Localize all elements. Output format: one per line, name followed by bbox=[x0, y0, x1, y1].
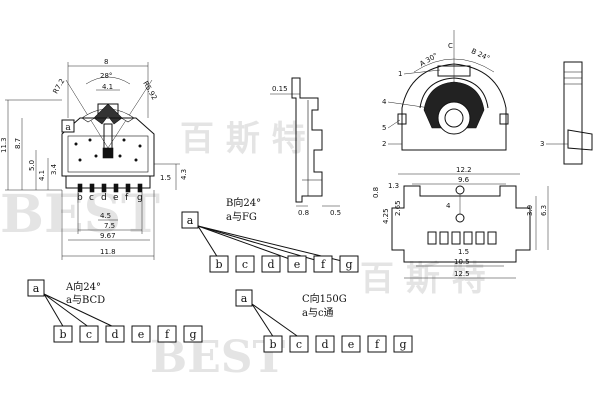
watermark-layer: BEST 百 斯 特 百 斯 特 BEST bbox=[0, 119, 486, 383]
dim-w3: 11.8 bbox=[100, 248, 116, 256]
footprint-view: 12.2 9.6 1.3 0.8 4 4.25 2.65 3.9 6.3 1.5… bbox=[372, 166, 549, 279]
switch-diagram-a: A向24° a与BCD a b c d e f g bbox=[27, 279, 203, 343]
switch-b-pin: c bbox=[242, 258, 248, 271]
switch-diagram-c: C向150G a与c通 a b c d e f g bbox=[235, 289, 413, 353]
switch-a-pin: b bbox=[59, 328, 66, 341]
switch-a-pin: f bbox=[165, 328, 170, 341]
switch-b-pin: g bbox=[345, 258, 352, 271]
fp-dim-d8: 3.9 bbox=[526, 205, 534, 216]
switch-a-pin: c bbox=[86, 328, 92, 341]
switch-b-pin: e bbox=[294, 258, 301, 271]
rotor-view: C A 30° B 24° 1 4 5 2 bbox=[382, 30, 509, 151]
rotor-arc-a: A 30° bbox=[418, 52, 439, 69]
switch-a-pin: d bbox=[111, 328, 118, 341]
switch-a-pin: g bbox=[189, 328, 196, 341]
switch-c-pin: f bbox=[375, 338, 380, 351]
front-pin-label: b bbox=[77, 193, 83, 203]
rotor-callout-5: 5 bbox=[382, 124, 386, 132]
switch-b-pin: d bbox=[267, 258, 274, 271]
switch-c-caption-2: a与c通 bbox=[302, 307, 334, 319]
switch-a-caption-2: a与BCD bbox=[66, 294, 105, 306]
right-side-view: 3 bbox=[540, 61, 593, 165]
switch-c-pin: b bbox=[269, 338, 276, 351]
dim-w1: 7.5 bbox=[104, 222, 115, 230]
rotor-callout-1: 1 bbox=[398, 70, 402, 78]
watermark-chinese-upper: 百 斯 特 bbox=[180, 119, 306, 159]
front-pin-label: f bbox=[125, 193, 129, 203]
rotor-arc-b: B 24° bbox=[470, 47, 491, 62]
switch-a-pin: e bbox=[138, 328, 145, 341]
dim-side-top: 0.15 bbox=[272, 85, 288, 93]
switch-c-pin: g bbox=[399, 338, 406, 351]
fp-dim-d4: 0.8 bbox=[372, 187, 380, 198]
switch-c-pin: d bbox=[321, 338, 328, 351]
dim-h3: 5.0 bbox=[28, 160, 36, 171]
switch-diagram-b: B向24° a与FG a b c d e f g bbox=[181, 196, 359, 273]
front-pin-labels: b c d e f g bbox=[77, 193, 143, 203]
watermark-chinese-lower: 百 斯 特 bbox=[360, 259, 486, 299]
switch-c-pins: b c d e f g bbox=[263, 335, 413, 353]
dim-h2: 8.7 bbox=[14, 138, 22, 149]
footprint-pads bbox=[427, 231, 497, 245]
dim-side-d2: 0.5 bbox=[330, 209, 341, 217]
dim-h6: 4.3 bbox=[180, 169, 188, 180]
dim-angle: 28° bbox=[100, 72, 112, 80]
front-pin-label: e bbox=[113, 193, 119, 203]
switch-b-pin: f bbox=[321, 258, 326, 271]
dim-w2: 9.67 bbox=[100, 232, 116, 240]
switch-c-pin: c bbox=[296, 338, 302, 351]
dim-h5: 3.4 bbox=[50, 163, 58, 175]
dim-small: 4.1 bbox=[102, 83, 113, 91]
dim-h7: 1.5 bbox=[160, 174, 171, 182]
fp-dim-d3: 1.3 bbox=[388, 182, 399, 190]
dim-pitch: 4.5 bbox=[100, 212, 111, 220]
rotor-label-c: C bbox=[448, 42, 453, 50]
fp-dim-d1: 12.2 bbox=[456, 166, 472, 174]
fp-dim-d7: 2.65 bbox=[394, 200, 402, 216]
front-top-pin-label: a bbox=[65, 123, 71, 133]
fp-dim-d10: 12.5 bbox=[454, 270, 470, 278]
rotor-callout-2: 2 bbox=[382, 140, 386, 148]
fp-dim-d5: 4 bbox=[446, 202, 451, 210]
switch-b-pin: b bbox=[215, 258, 222, 271]
switch-b-pins: b c d e f g bbox=[209, 255, 359, 273]
watermark-brand: BEST bbox=[0, 184, 160, 245]
dim-h4: 4.1 bbox=[38, 170, 46, 181]
switch-b-common: a bbox=[187, 214, 194, 227]
switch-c-pin: e bbox=[348, 338, 355, 351]
front-pin-label: c bbox=[89, 193, 94, 203]
fp-dim-d11: 10.5 bbox=[454, 258, 470, 266]
switch-b-caption-1: B向24° bbox=[226, 196, 261, 209]
switch-c-common: a bbox=[241, 292, 248, 305]
front-pin-label: d bbox=[101, 193, 107, 203]
switch-a-caption-1: A向24° bbox=[65, 280, 101, 293]
front-pins bbox=[77, 183, 143, 193]
side-callout-3: 3 bbox=[540, 140, 544, 148]
switch-c-caption-1: C向150G bbox=[302, 292, 347, 305]
front-pin-label: g bbox=[137, 193, 143, 203]
side-view: 0.15 0.8 0.5 bbox=[270, 77, 341, 217]
switch-a-common: a bbox=[33, 282, 40, 295]
dim-radius-1: R7.2 bbox=[52, 77, 67, 95]
fp-dim-d6: 4.25 bbox=[382, 208, 390, 224]
switch-a-pins: b c d e f g bbox=[53, 325, 203, 343]
dim-height-total: 11.3 bbox=[0, 137, 8, 153]
switch-b-caption-2: a与FG bbox=[226, 211, 257, 223]
fp-dim-d12: 1.5 bbox=[458, 248, 469, 256]
fp-dim-d2: 9.6 bbox=[458, 176, 470, 184]
rotor-callout-4: 4 bbox=[382, 98, 387, 106]
fp-dim-d9: 6.3 bbox=[540, 205, 548, 216]
dim-top-width: 8 bbox=[104, 58, 108, 66]
dim-side-d1: 0.8 bbox=[298, 209, 309, 217]
